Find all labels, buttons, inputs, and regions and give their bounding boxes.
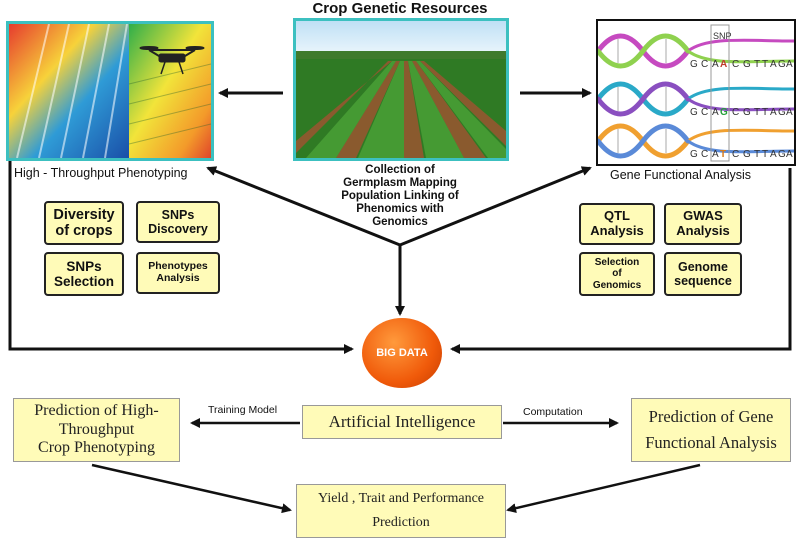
center-caption: Collection of Germplasm Mapping Populati… — [300, 164, 500, 228]
sequence-letter: A — [786, 107, 793, 118]
pred-line: Functional Analysis — [645, 433, 777, 452]
box-line: GWAS — [683, 208, 723, 224]
sequence-letter: C — [732, 59, 739, 70]
sequence-letter: G — [778, 149, 786, 160]
sequence-letter: G — [743, 107, 751, 118]
sequence-letter: A — [770, 107, 777, 118]
sequence-letter: C — [732, 149, 739, 160]
phenotyping-caption: High - Throughput Phenotyping — [14, 166, 188, 180]
sequence-letter: T — [720, 149, 726, 160]
sequence-letter: A — [770, 59, 777, 70]
training-model-label: Training Model — [208, 404, 278, 416]
center-caption-line-3: Population Linking of — [341, 189, 459, 202]
arrow-left-to-yield — [91, 463, 292, 514]
sequence-letter: C — [701, 59, 708, 70]
drone-field-illustration — [9, 24, 211, 158]
pred-line: Prediction of Gene — [648, 407, 774, 427]
sequence-letter: G — [743, 149, 751, 160]
box-line: SNPs — [161, 208, 195, 222]
box-line: Genome — [677, 260, 728, 274]
sequence-letter: C — [701, 107, 708, 118]
box-line: Genomics — [592, 279, 642, 291]
arrow-center-to-right — [399, 166, 592, 247]
sequence-letter: A — [786, 149, 793, 160]
crop-field-image — [293, 18, 509, 161]
sequence-letter: A — [786, 59, 793, 70]
sequence-letter: T — [762, 149, 768, 160]
big-data-node: BIG DATA — [362, 318, 442, 388]
sequence-letter: C — [732, 107, 739, 118]
box-line: Selection — [53, 274, 115, 289]
box-line: Selection — [594, 257, 640, 269]
sequence-letter: G — [690, 149, 698, 160]
computation-label: Computation — [523, 406, 583, 418]
sequence-letter: G — [778, 59, 786, 70]
crop-rows-illustration — [296, 21, 506, 158]
box-line: of — [612, 268, 622, 280]
box-line: sequence — [674, 274, 732, 288]
arrow-center-to-left — [206, 166, 401, 247]
sequence-letter: A — [712, 107, 719, 118]
box-line: Analysis — [590, 223, 644, 238]
sequence-letter: A — [720, 59, 727, 70]
sequence-letter: C — [701, 149, 708, 160]
center-caption-line-2: Germplasm Mapping — [343, 176, 457, 189]
sequence-letter: A — [712, 149, 719, 160]
artificial-intelligence-box: Artificial Intelligence — [302, 405, 502, 439]
sequence-letter: A — [712, 59, 719, 70]
yield-line: Yield , Trait and Performance — [317, 491, 485, 507]
sequence-letter: T — [754, 149, 760, 160]
sequence-letter: A — [770, 149, 777, 160]
center-caption-line-5: Genomics — [372, 215, 428, 228]
gene-caption: Gene Functional Analysis — [610, 168, 752, 182]
box-line: SNPs — [66, 258, 102, 274]
sequence-letter: T — [754, 59, 760, 70]
phenotyping-image — [6, 21, 214, 161]
box-line: of crops — [55, 223, 113, 239]
center-caption-line-4: Phenomics with — [356, 202, 444, 215]
sequence-letter: T — [762, 59, 768, 70]
sequence-letter: G — [743, 59, 751, 70]
box-line: Diversity — [53, 206, 115, 223]
pred-line: Crop Phenotyping — [38, 439, 155, 457]
sequence-letter: T — [762, 107, 768, 118]
pred-line: Prediction of High- — [34, 402, 159, 420]
arrow-left-to-bigdata — [8, 160, 354, 354]
center-caption-line-1: Collection of — [365, 164, 435, 176]
box-line: Analysis — [156, 272, 200, 284]
sequence-letter: T — [754, 107, 760, 118]
page-title: Crop Genetic Resources — [312, 0, 488, 17]
snp-label: SNP — [713, 31, 732, 41]
box-line: Analysis — [676, 223, 730, 238]
sequence-letter: G — [720, 107, 728, 118]
sequence-letter: G — [690, 59, 698, 70]
sequence-letter: G — [778, 107, 786, 118]
box-line: Phenotypes — [148, 260, 208, 273]
arrow-right-to-yield — [506, 463, 701, 514]
sequence-letter: G — [690, 107, 698, 118]
box-line: QTL — [603, 208, 630, 224]
yield-line: Prediction — [372, 515, 430, 530]
box-line: Discovery — [148, 222, 208, 236]
arrow-right-to-bigdata — [450, 168, 792, 354]
pred-line: Throughput — [58, 420, 135, 438]
